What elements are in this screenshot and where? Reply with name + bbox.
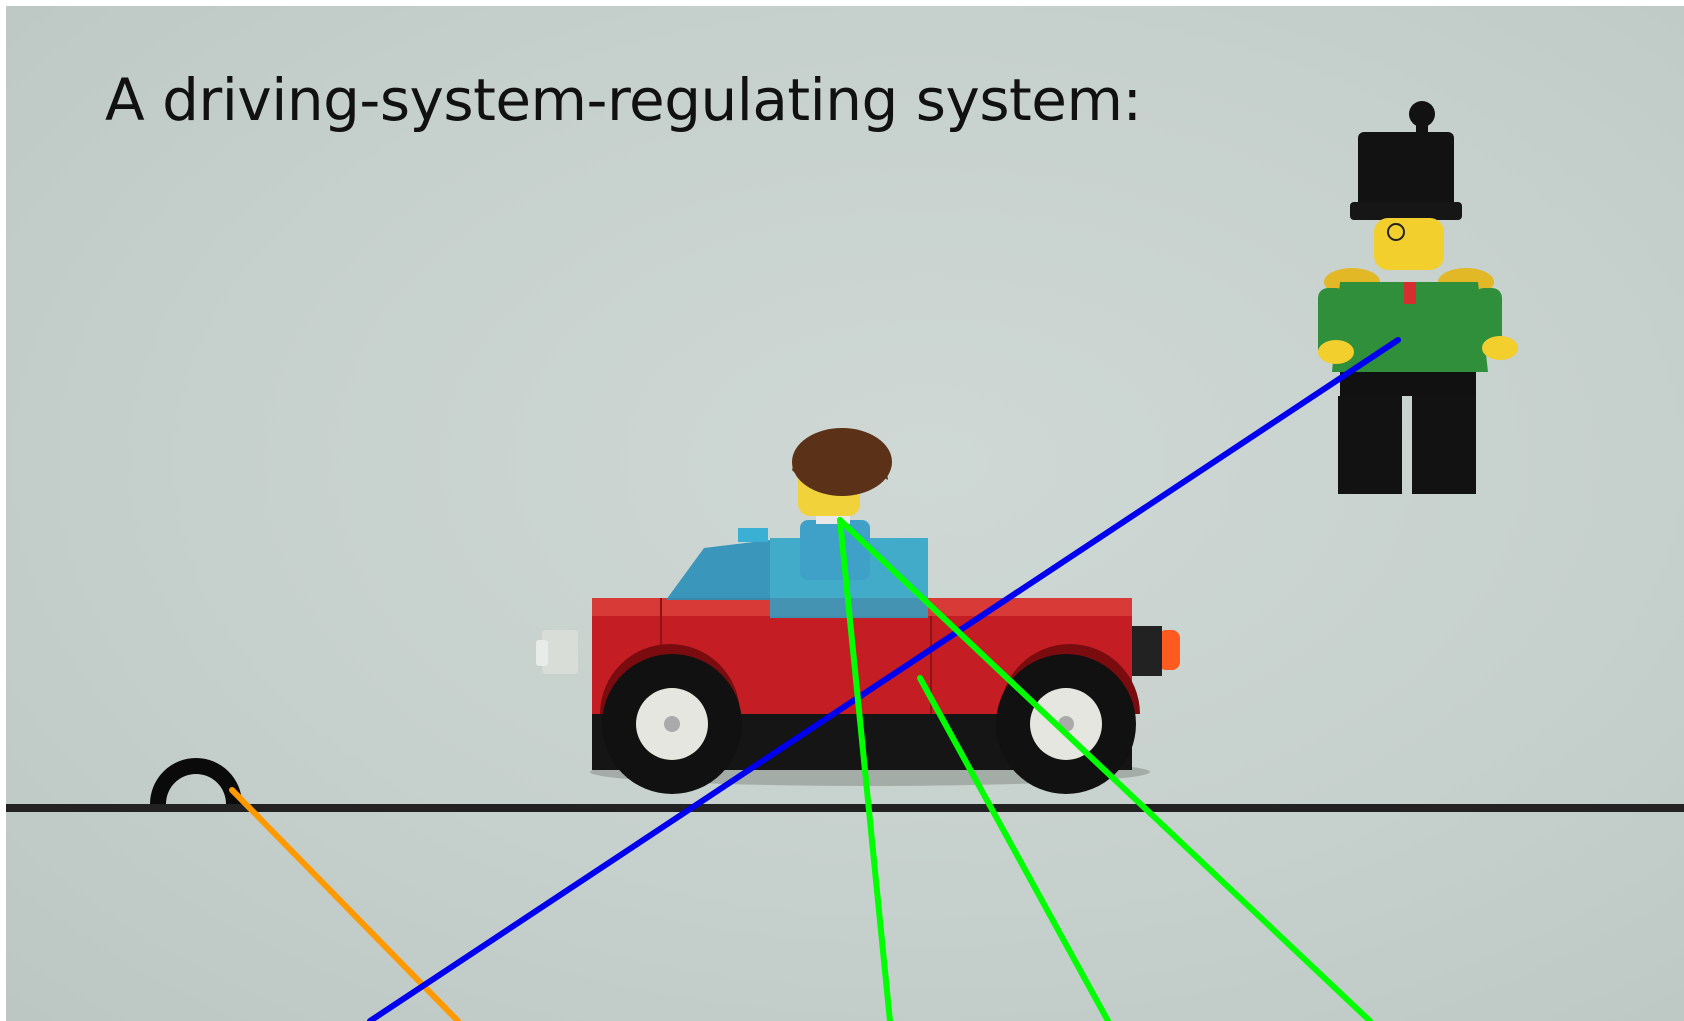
road-line <box>6 804 1684 812</box>
lego-officer <box>1318 101 1518 494</box>
green-line-driver-right <box>837 517 1373 1021</box>
blue-line <box>367 337 1401 1021</box>
slide-title: A driving-system-regulating system: <box>105 66 1142 134</box>
green-line-driver-left <box>837 517 893 1021</box>
semicircle-marker <box>150 758 242 804</box>
lego-driver <box>792 428 892 580</box>
green-line-car <box>917 675 1111 1021</box>
orange-line <box>229 787 461 1021</box>
